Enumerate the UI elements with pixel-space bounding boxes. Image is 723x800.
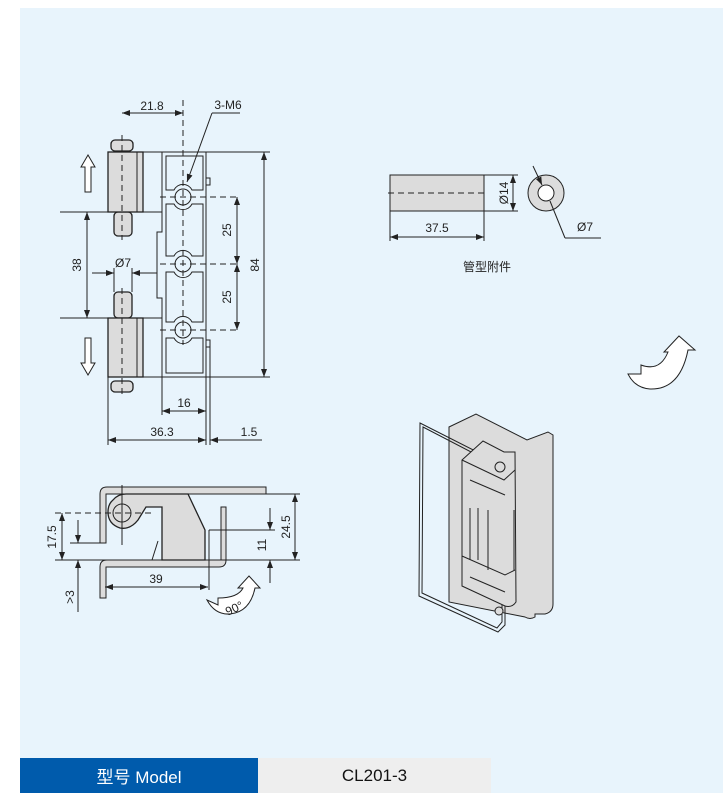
dim-length-39: 39 (149, 572, 163, 586)
dim-depth-16: 16 (177, 396, 191, 410)
model-value: CL201-3 (258, 758, 491, 793)
isometric-view (418, 335, 697, 633)
dim-pitch-2: 25 (220, 290, 234, 304)
rotate-arrow-icon (627, 335, 697, 390)
drawing-panel (20, 8, 723, 758)
model-label: 型号 Model (20, 758, 258, 793)
dim-pitch-1: 25 (220, 223, 234, 237)
dim-gap-38: 38 (70, 258, 84, 272)
dim-height-84: 84 (248, 258, 262, 272)
model-bar-filler (491, 758, 723, 793)
arrow-down-icon (80, 337, 96, 376)
dim-step-11: 11 (255, 538, 269, 551)
dim-pin-dia: Ø7 (115, 256, 131, 270)
dim-offset-17-5: 17.5 (45, 525, 59, 549)
dim-tube-length: 37.5 (425, 221, 449, 235)
front-view: 21.8 3-M6 25 25 84 38 Ø7 16 36.3 1.5 (60, 98, 270, 445)
dim-inner-dia: Ø7 (577, 220, 593, 234)
tube-accessory: Ø14 37.5 Ø7 管型附件 (388, 165, 601, 274)
dim-21-8: 21.8 (140, 99, 164, 113)
dim-thickness-1-5: 1.5 (241, 425, 258, 439)
dim-height-24-5: 24.5 (279, 515, 293, 539)
dim-width-36-3: 36.3 (150, 425, 174, 439)
accessory-caption: 管型附件 (463, 259, 511, 274)
dim-outer-dia: Ø14 (497, 181, 511, 204)
arrow-up-icon (80, 154, 96, 193)
rotate-arrow-icon (205, 575, 262, 615)
dim-min-gap: >3 (63, 590, 77, 604)
thread-label: 3-M6 (214, 98, 242, 112)
side-view: 17.5 >3 39 11 24.5 90° (45, 485, 300, 619)
